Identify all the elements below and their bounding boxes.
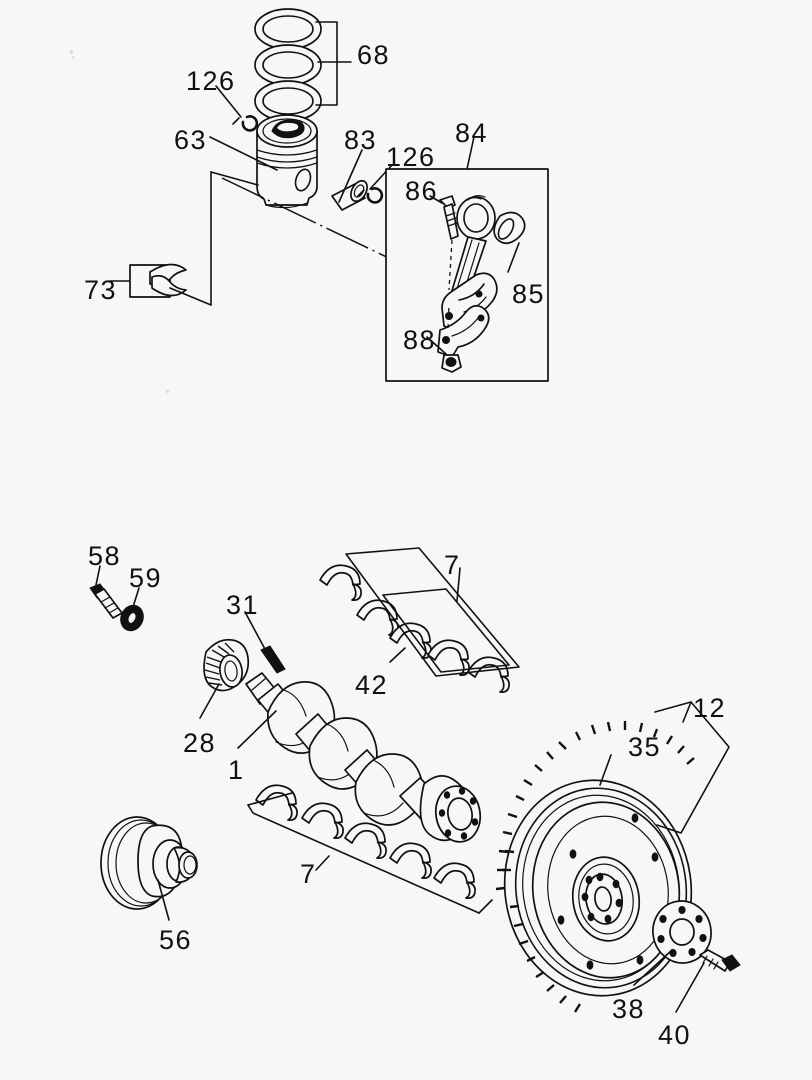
- scan-speck: [70, 50, 73, 54]
- piston-ring-set-graphic: [254, 8, 352, 122]
- piston-graphic: [209, 114, 318, 209]
- upper-bearing-shells-graphic: [319, 547, 520, 693]
- scan-speck: [72, 56, 74, 59]
- callout-73: 73: [84, 275, 118, 305]
- callout-85: 85: [512, 279, 546, 309]
- callout-28: 28: [183, 728, 217, 758]
- callout-68: 68: [357, 40, 391, 70]
- callout-7-upper: 7: [444, 550, 461, 580]
- piston-pin-graphic: [331, 149, 368, 211]
- crankshaft-pulley-graphic: [100, 816, 198, 921]
- callout-7-lower: 7: [300, 859, 317, 889]
- bearing-73-leader: [169, 171, 259, 306]
- callout-58: 58: [88, 541, 122, 571]
- callout-88: 88: [403, 325, 437, 355]
- flywheel-retainer-graphic: [633, 900, 741, 1013]
- lower-bearing-shells-graphic: [247, 784, 493, 914]
- connecting-rod-graphic: [426, 194, 526, 373]
- callout-83: 83: [344, 125, 378, 155]
- pulley-bolt-graphic: [89, 565, 123, 619]
- callout-59: 59: [129, 563, 163, 593]
- callout-126-left: 126: [186, 66, 236, 96]
- callout-84: 84: [455, 118, 489, 148]
- callout-56: 56: [159, 925, 193, 955]
- callout-1: 1: [228, 755, 245, 785]
- callout-86: 86: [405, 176, 439, 206]
- connecting-rod-bearing-graphic: [109, 263, 187, 298]
- snap-ring-left-graphic: [215, 85, 259, 132]
- callout-31: 31: [226, 590, 260, 620]
- callout-40: 40: [658, 1020, 692, 1050]
- callout-35: 35: [628, 732, 662, 762]
- scan-speck: [166, 390, 169, 393]
- crankshaft-timing-gear-graphic: [199, 638, 250, 719]
- flywheel-graphic: [495, 701, 730, 1013]
- callout-42: 42: [355, 670, 389, 700]
- pulley-washer-graphic: [120, 587, 144, 632]
- callout-126-right: 126: [386, 142, 436, 172]
- crankshaft-key-graphic: [244, 611, 286, 674]
- callout-12: 12: [693, 693, 727, 723]
- callout-63: 63: [174, 125, 208, 155]
- callout-38: 38: [612, 994, 646, 1024]
- crankshaft-graphic: [237, 672, 482, 843]
